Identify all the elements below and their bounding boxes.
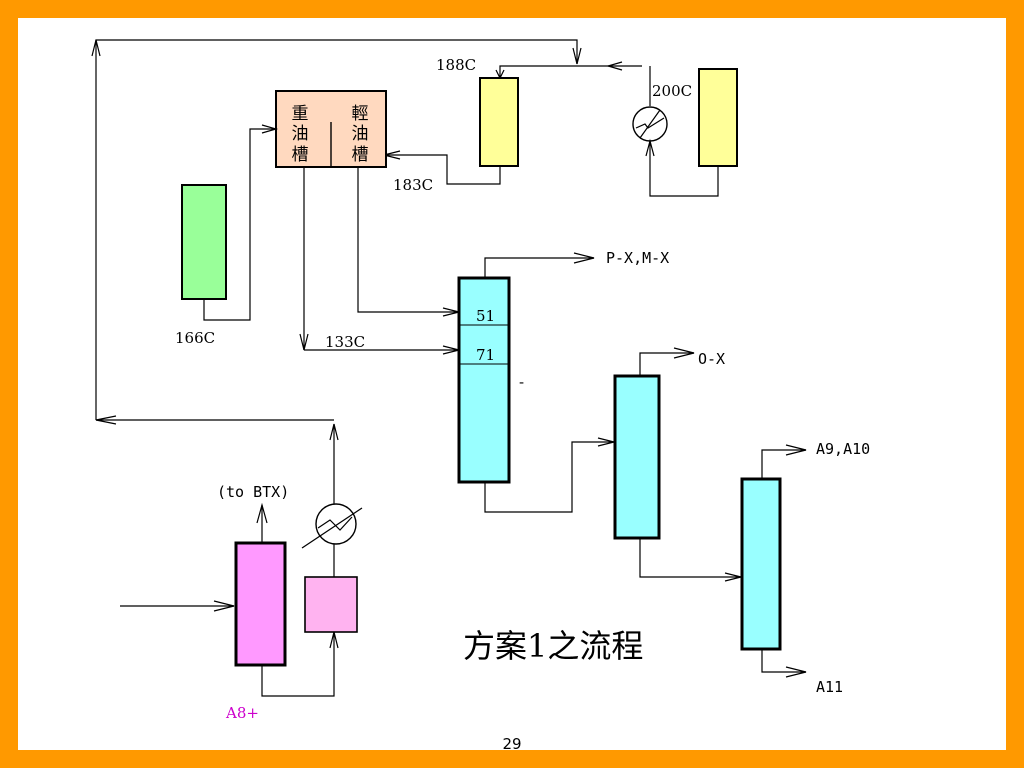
tray-label-71: 71 <box>476 346 495 364</box>
column-166c <box>181 184 227 300</box>
arrow-a11 <box>785 666 807 678</box>
product-a9a10: A9,A10 <box>816 440 870 458</box>
arrow-up-left-loop <box>91 39 101 57</box>
tank-label-left: 重 油 槽 <box>292 104 309 165</box>
tank-right-char-1: 輕 <box>352 104 369 124</box>
tank-label-right: 輕 油 槽 <box>352 104 369 165</box>
column-200c <box>698 68 738 167</box>
label-183c: 183C <box>393 176 433 194</box>
arrow-recycle-left <box>95 415 117 425</box>
line-col2-bottom <box>639 538 741 578</box>
arrow-pxmx <box>573 252 595 264</box>
product-a11: A11 <box>816 678 843 696</box>
tank-right-char-3: 槽 <box>352 145 369 165</box>
arrow-feed-in <box>213 600 235 612</box>
arrow-down-top <box>572 47 582 65</box>
line-a11-out <box>761 649 806 673</box>
arrow-left-200c <box>605 61 623 71</box>
label-200c: 200C <box>652 82 692 100</box>
column-a9a10 <box>740 477 782 651</box>
tank-left-char-2: 油 <box>292 124 309 144</box>
line-ox-out <box>639 352 694 376</box>
line-pxmx-out <box>484 257 594 278</box>
label-166c: 166C <box>175 329 215 347</box>
line-166c <box>203 128 276 321</box>
arrow-exchanger-up <box>329 423 339 441</box>
product-ox: O-X <box>698 350 725 368</box>
product-to-btx: (to BTX) <box>217 483 289 501</box>
diagram-title: 方案1之流程 <box>463 627 643 665</box>
column-pxmx <box>457 276 511 484</box>
slide: 重 油 槽 輕 油 槽 188C 200C 183C 166C 133C 51 … <box>18 18 1006 750</box>
tray-label-51: 51 <box>476 307 495 325</box>
dash-mark: - <box>519 373 524 391</box>
exchanger-bottom-slash <box>301 507 363 549</box>
drum-a8 <box>304 576 358 633</box>
label-133c: 133C <box>325 333 365 351</box>
line-light-oil <box>357 167 459 313</box>
line-188c-feed <box>499 65 642 78</box>
tank-right-char-2: 油 <box>352 124 369 144</box>
tank-left-char-3: 槽 <box>292 145 309 165</box>
arrow-to-btx <box>256 502 268 524</box>
column-188c <box>479 77 519 167</box>
exchanger-bottom-zig <box>317 516 353 531</box>
page-number: 29 <box>502 735 521 750</box>
arrow-a9a10 <box>785 444 807 456</box>
line-col1-bottom <box>484 441 614 513</box>
line-183c <box>384 154 501 185</box>
line-a9a10-out <box>761 449 806 479</box>
product-pxmx: P-X,M-X <box>606 249 669 267</box>
label-188c: 188C <box>436 56 476 74</box>
column-a8 <box>234 541 287 667</box>
arrow-up-exchanger <box>645 138 655 157</box>
line-a8-bottom <box>261 632 335 697</box>
tank-left-char-1: 重 <box>292 104 309 124</box>
arrow-ox <box>673 347 695 359</box>
exchanger-top-zig <box>635 117 665 129</box>
exchanger-top-slash <box>639 109 661 139</box>
line-200c-return <box>649 141 719 197</box>
recycle-line <box>95 39 578 420</box>
heat-exchanger-bottom <box>315 503 357 545</box>
product-a8plus: A8+ <box>225 704 259 722</box>
process-flow-diagram: 重 油 槽 輕 油 槽 188C 200C 183C 166C 133C 51 … <box>91 39 870 750</box>
arrow-166c-tank <box>261 124 279 134</box>
column-ox <box>613 374 661 540</box>
